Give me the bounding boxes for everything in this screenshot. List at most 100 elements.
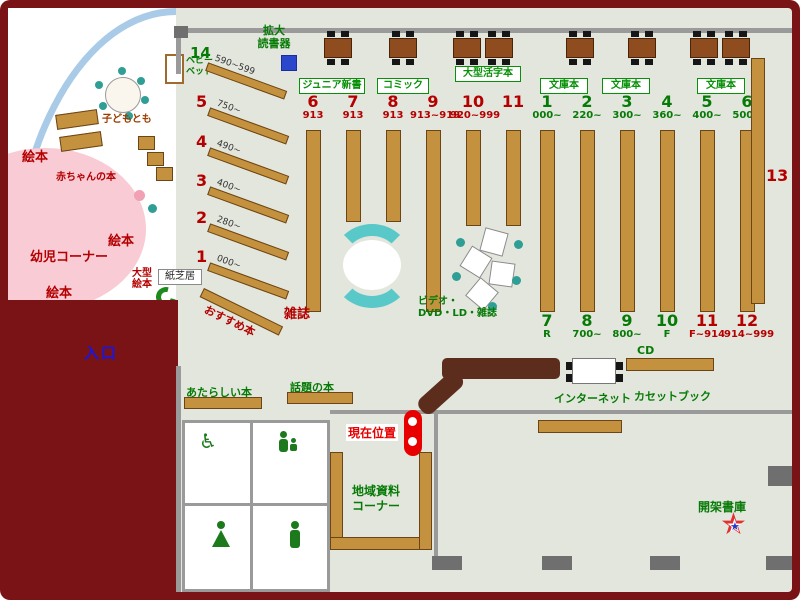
magnifier-reader-icon — [281, 55, 297, 71]
bookshelf — [426, 130, 441, 312]
kamishibai-box: 紙芝居 — [158, 269, 202, 285]
stool — [488, 302, 497, 311]
bookshelf — [346, 130, 361, 222]
kodomo-label: 子どもとも — [102, 114, 152, 125]
new-books-label: あたらしい本 — [186, 386, 252, 399]
current-location-label: 現在位置 — [346, 424, 399, 441]
reading-table — [324, 31, 352, 65]
mens-room-icon — [285, 521, 305, 548]
new-books-shelf — [184, 397, 262, 409]
doorway — [650, 556, 680, 570]
local-materials-shelf — [419, 452, 432, 550]
doorway — [542, 556, 572, 570]
local-materials-shelf — [330, 452, 343, 550]
bookshelf — [306, 130, 321, 312]
pillar — [174, 26, 188, 38]
section-bunko-1: 文庫本 — [540, 78, 588, 94]
stack-head-2f: 2 — [196, 208, 208, 227]
bookshelf — [506, 130, 521, 226]
section-comic: コミック — [377, 78, 429, 94]
stool — [452, 272, 461, 281]
bookshelf — [620, 130, 635, 312]
stack-head-11: 11 — [501, 92, 525, 111]
bookshelf — [540, 130, 555, 312]
cassette-label: カセットブック — [634, 390, 711, 403]
wall-bookshelf — [751, 58, 765, 304]
stack-head-13: 13 — [766, 166, 789, 185]
restrooms: ♿ — [182, 420, 330, 592]
infant-corner-label: 幼児コーナー — [30, 250, 109, 265]
reading-table — [485, 31, 513, 65]
stool — [514, 240, 523, 249]
reading-table — [722, 31, 750, 65]
baby-bed-label: ベビーベッド — [186, 56, 214, 77]
step-seat — [156, 167, 173, 181]
stool — [512, 276, 521, 285]
picture-books-label-3: 絵本 — [46, 286, 73, 301]
entrance-area — [8, 300, 178, 592]
magazines-label: 雑誌 — [284, 307, 311, 322]
magnifier-reader-label: 拡大読書器 — [257, 24, 291, 50]
reading-table — [566, 31, 594, 65]
reading-table — [453, 31, 481, 65]
stool — [134, 190, 145, 201]
reading-table — [690, 31, 718, 65]
reading-table — [389, 31, 417, 65]
browsing-table — [488, 260, 516, 288]
stack-head-3f: 3 — [196, 171, 208, 190]
wall — [176, 28, 181, 74]
wall — [434, 414, 438, 556]
stack-head-14: 14 — [190, 44, 211, 62]
womens-room-icon — [211, 521, 231, 547]
accessible-toilet-icon: ♿ — [199, 429, 217, 453]
section-junior-shinsho: ジュニア新書 — [299, 78, 365, 94]
internet-label: インターネット — [554, 392, 631, 405]
stack-head-4f: 4 — [196, 132, 208, 151]
large-picture-books-label: 大型絵本 — [132, 268, 152, 290]
service-counter — [442, 358, 560, 379]
open-stacks-star-icon: ★ ★ ★ — [720, 507, 747, 542]
bookshelf — [466, 130, 481, 226]
wall — [330, 410, 792, 414]
av-corner-label: ビデオ・DVD・LD・雑誌 — [418, 296, 498, 319]
doorway — [432, 556, 462, 570]
step-seat — [138, 136, 155, 150]
entrance-label: 入口 — [84, 344, 119, 362]
doorway — [768, 466, 792, 486]
bookshelf — [386, 130, 401, 222]
reading-table — [628, 31, 656, 65]
wall — [176, 366, 181, 592]
stool — [456, 238, 465, 247]
topic-books-label: 話題の本 — [290, 381, 334, 394]
media-shelf — [538, 420, 622, 433]
magazine-bench — [333, 236, 411, 308]
open-stacks-label: 開架書庫 — [698, 500, 747, 514]
baby-bed — [165, 54, 184, 84]
stool — [148, 204, 157, 213]
local-materials-shelf — [330, 537, 432, 550]
local-materials-label: 地域資料コーナー — [352, 484, 401, 513]
bookshelf — [660, 130, 675, 312]
wall — [176, 28, 792, 33]
stack-head-5f: 5 — [196, 92, 208, 111]
bookshelf — [700, 130, 715, 312]
topic-books-shelf — [287, 392, 353, 404]
section-bunko-2: 文庫本 — [602, 78, 650, 94]
baby-books-label: 赤ちゃんの本 — [56, 172, 116, 183]
baby-room-icon — [277, 431, 303, 457]
